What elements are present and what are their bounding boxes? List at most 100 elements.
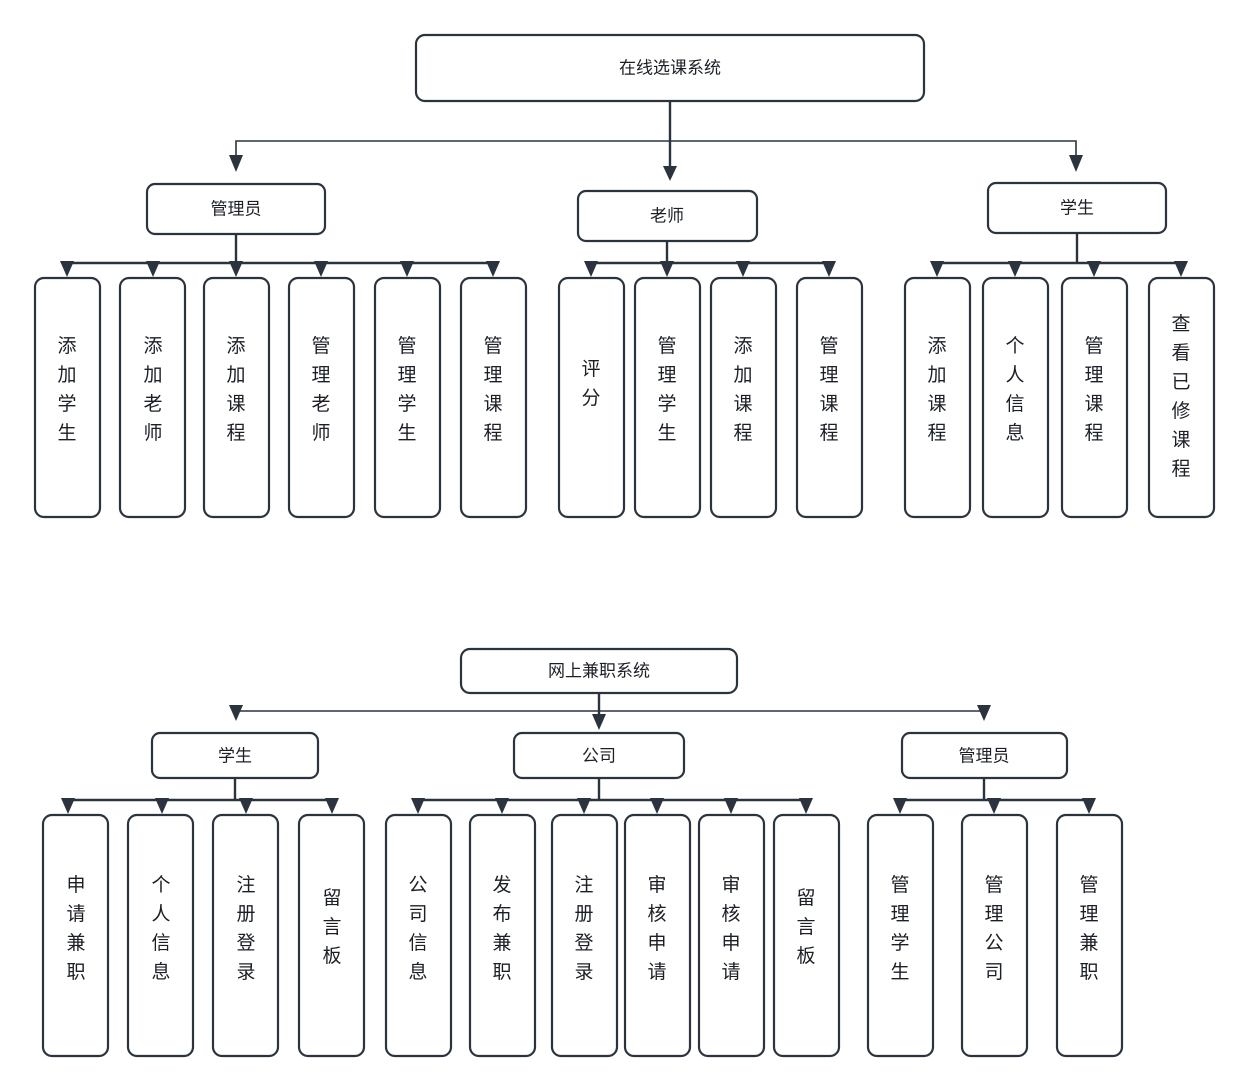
leaf-node[interactable]: 管理公司 xyxy=(960,813,1029,1058)
leaf-label: 添加课程 xyxy=(733,335,752,444)
leaf-box[interactable] xyxy=(960,813,1029,1058)
leaf-box[interactable] xyxy=(126,813,195,1058)
branch-node-company[interactable]: 公司 xyxy=(512,731,686,780)
leaf-node[interactable]: 添加课程 xyxy=(903,276,972,519)
branch-node-student[interactable]: 学生 xyxy=(986,181,1168,235)
leaf-box[interactable] xyxy=(557,276,626,519)
leaf-box[interactable] xyxy=(1060,276,1129,519)
arrowhead-student-c2 xyxy=(1008,261,1022,277)
leaf-node[interactable]: 添加学生 xyxy=(33,276,102,519)
arrowhead-admin2-c2 xyxy=(987,798,1001,814)
leaf-node[interactable]: 添加课程 xyxy=(202,276,271,519)
branch-node-teacher[interactable]: 老师 xyxy=(576,189,759,243)
leaf-box[interactable] xyxy=(550,813,619,1058)
leaf-node[interactable]: 申请兼职 xyxy=(41,813,110,1058)
leaf-node[interactable]: 管理学生 xyxy=(866,813,935,1058)
leaf-label: 管理老师 xyxy=(311,335,330,444)
branch-node-admin-2[interactable]: 管理员 xyxy=(900,731,1069,780)
leaf-box[interactable] xyxy=(297,813,366,1058)
leaf-box[interactable] xyxy=(903,276,972,519)
branch-node-student-label: 学生 xyxy=(1060,198,1094,217)
leaf-box[interactable] xyxy=(981,276,1050,519)
teacher-branch-connectors xyxy=(584,241,836,277)
leaf-box[interactable] xyxy=(1055,813,1124,1058)
leaf-label: 管理兼职 xyxy=(1079,874,1098,983)
arrowhead-teacher-c4 xyxy=(822,261,836,277)
company-branch-connectors xyxy=(411,778,813,814)
arrowhead-teacher xyxy=(663,166,677,181)
arrowhead-student-2 xyxy=(229,705,243,721)
leaf-box[interactable] xyxy=(772,813,841,1058)
leaf-node[interactable]: 个人信息 xyxy=(981,276,1050,519)
leaf-box[interactable] xyxy=(459,276,528,519)
leaf-label: 发布兼职 xyxy=(492,874,511,983)
leaf-label: 注册登录 xyxy=(574,874,593,983)
leaf-box[interactable] xyxy=(33,276,102,519)
leaf-group-admin-2: 管理学生 管理公司 管理兼职 xyxy=(866,813,1124,1058)
leaf-box[interactable] xyxy=(287,276,356,519)
leaf-node[interactable]: 管理学生 xyxy=(633,276,702,519)
leaf-label: 添加课程 xyxy=(226,335,245,444)
connector-root-admin-2 xyxy=(599,707,985,712)
leaf-node[interactable]: 查看已修课程 xyxy=(1147,276,1216,519)
leaf-node[interactable]: 注册登录 xyxy=(550,813,619,1058)
leaf-box[interactable] xyxy=(118,276,187,519)
diagram-course-selection-system: 在线选课系统 管理员 老师 学生 xyxy=(33,33,1216,519)
leaf-group-admin: 添加学生 添加老师 添加课程 管理老师 管理学生 管理课程 xyxy=(33,276,528,519)
leaf-box[interactable] xyxy=(41,813,110,1058)
arrowhead-student-c4 xyxy=(1174,261,1188,277)
leaf-label: 审核申请 xyxy=(647,874,666,983)
branch-node-company-label: 公司 xyxy=(582,746,616,765)
leaf-box[interactable] xyxy=(795,276,864,519)
leaf-node[interactable]: 添加课程 xyxy=(709,276,778,519)
leaf-node[interactable]: 评分 xyxy=(557,276,626,519)
root-node-course-system[interactable]: 在线选课系统 xyxy=(414,33,926,103)
leaf-label: 管理学生 xyxy=(890,874,909,983)
admin2-branch-connectors xyxy=(893,778,1096,814)
leaf-node[interactable]: 管理课程 xyxy=(1060,276,1129,519)
root-node-parttime-system[interactable]: 网上兼职系统 xyxy=(459,647,739,695)
leaf-label: 管理课程 xyxy=(1084,335,1103,444)
leaf-label: 留言板 xyxy=(322,887,341,967)
arrowhead-admin-c4 xyxy=(314,261,328,277)
leaf-node[interactable]: 审核申请 xyxy=(623,813,692,1058)
leaf-node[interactable]: 注册登录 xyxy=(211,813,280,1058)
branch-node-student-2[interactable]: 学生 xyxy=(150,731,320,780)
leaf-node[interactable]: 管理课程 xyxy=(795,276,864,519)
branch-node-admin[interactable]: 管理员 xyxy=(145,182,327,236)
leaf-node[interactable]: 公司信息 xyxy=(384,813,453,1058)
leaf-box[interactable] xyxy=(1147,276,1216,519)
student-branch-connectors xyxy=(930,233,1188,277)
leaf-node[interactable]: 管理学生 xyxy=(373,276,442,519)
leaf-label: 管理课程 xyxy=(483,335,502,444)
arrowhead-admin-c3 xyxy=(229,261,243,277)
arrowhead-student-c1 xyxy=(930,261,944,277)
arrowhead-student2-c2 xyxy=(155,798,169,814)
leaf-box[interactable] xyxy=(211,813,280,1058)
leaf-label: 评分 xyxy=(581,359,600,409)
leaf-box[interactable] xyxy=(697,813,766,1058)
leaf-node[interactable]: 留言板 xyxy=(772,813,841,1058)
leaf-node[interactable]: 发布兼职 xyxy=(468,813,537,1058)
leaf-node[interactable]: 管理课程 xyxy=(459,276,528,519)
branch-node-admin-label: 管理员 xyxy=(211,199,262,218)
leaf-box[interactable] xyxy=(709,276,778,519)
leaf-box[interactable] xyxy=(866,813,935,1058)
root-to-branch-connectors xyxy=(229,101,1083,181)
leaf-node[interactable]: 审核申请 xyxy=(697,813,766,1058)
leaf-node[interactable]: 管理老师 xyxy=(287,276,356,519)
leaf-box[interactable] xyxy=(468,813,537,1058)
connector-root-student xyxy=(670,140,1077,158)
leaf-box[interactable] xyxy=(373,276,442,519)
leaf-node[interactable]: 留言板 xyxy=(297,813,366,1058)
leaf-box[interactable] xyxy=(623,813,692,1058)
leaf-node[interactable]: 个人信息 xyxy=(126,813,195,1058)
leaf-box[interactable] xyxy=(384,813,453,1058)
leaf-box[interactable] xyxy=(633,276,702,519)
arrowhead-company-c6 xyxy=(799,798,813,814)
leaf-box[interactable] xyxy=(202,276,271,519)
root-node-label: 网上兼职系统 xyxy=(548,661,650,680)
leaf-node[interactable]: 添加老师 xyxy=(118,276,187,519)
leaf-node[interactable]: 管理兼职 xyxy=(1055,813,1124,1058)
